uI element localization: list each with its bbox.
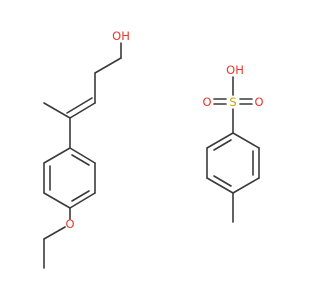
atom-label-sulfonyl-oxygen-left: O [202, 95, 211, 109]
ring1-bond-4 [43, 192, 71, 209]
molecule-toluenesulfonic-acid: OH S O O [202, 63, 264, 223]
atom-label-sulfonyl-oxygen-right: O [254, 95, 263, 109]
atom-label-hydroxyl: OH [112, 29, 130, 43]
molecule-ethoxyphenyl-pentenol: OH O [43, 29, 130, 269]
atom-label-sulfur: S [229, 95, 236, 109]
chemical-structure-canvas: OH O OH S O O [43, 29, 264, 269]
bond-c4-methyl [43, 102, 71, 119]
ring1-bond-6 [43, 147, 71, 164]
bond-c1-c2 [94, 57, 122, 74]
ring1-inner-double-2 [71, 190, 90, 202]
ring2-inner-double-3 [213, 139, 232, 151]
bond-c3-c4-double-b [66, 97, 93, 114]
ring1-bond-3 [69, 192, 96, 209]
bond-c3-c4-double-a [69, 102, 96, 119]
ring2-bond-4 [206, 177, 234, 194]
bond-oether-ch2 [43, 226, 66, 240]
ring2-inner-double-2 [213, 175, 232, 187]
atom-label-ether-oxygen: O [65, 217, 74, 231]
ring2-bond-6 [206, 132, 234, 149]
atom-label-sulfonic-oh: OH [226, 63, 244, 77]
ring2-bond-1 [232, 132, 260, 149]
ring2-bond-3 [232, 177, 260, 194]
ring1-bond-1 [69, 147, 96, 164]
ring1-inner-double-1 [71, 154, 90, 166]
